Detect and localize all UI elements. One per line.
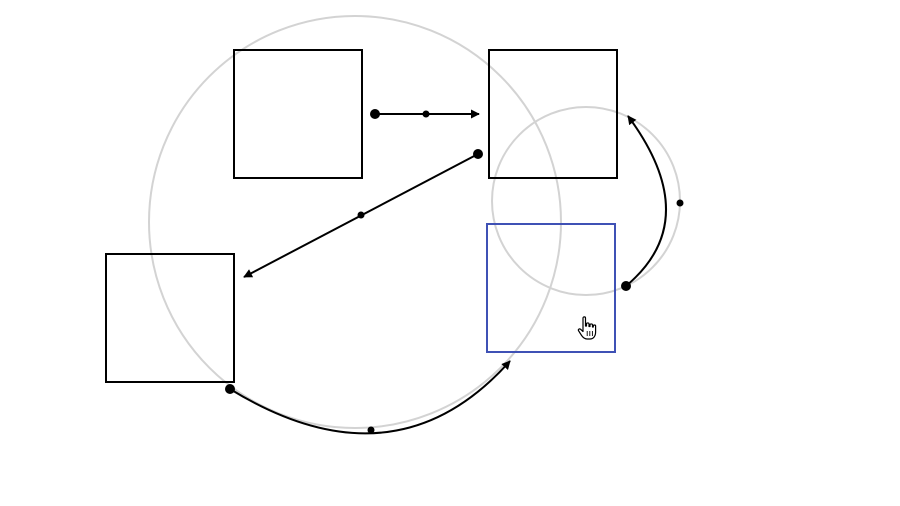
edge-top-right-to-bottom-left[interactable] [243,149,483,278]
node-top-left[interactable] [233,49,363,179]
node-top-right[interactable] [488,49,618,179]
edge-midpoint-handle[interactable] [367,426,375,434]
hand-pointer-icon [577,316,597,340]
guide-circle-large [148,15,562,429]
edge-start-handle[interactable] [370,109,380,119]
node-middle-right-selected[interactable] [486,223,616,353]
edge-midpoint-handle[interactable] [422,110,430,118]
edge-bottom-left-to-middle-right[interactable] [225,360,511,435]
edge-start-handle[interactable] [621,281,631,291]
edge-middle-right-to-top-right[interactable] [621,115,684,291]
edge-start-handle[interactable] [225,384,235,394]
edge-top-left-to-top-right[interactable] [370,109,480,119]
edge-midpoint-handle[interactable] [676,199,684,207]
edge-start-handle[interactable] [473,149,483,159]
guide-circle-small [491,106,681,296]
node-bottom-left[interactable] [105,253,235,383]
edge-midpoint-handle[interactable] [357,211,365,219]
